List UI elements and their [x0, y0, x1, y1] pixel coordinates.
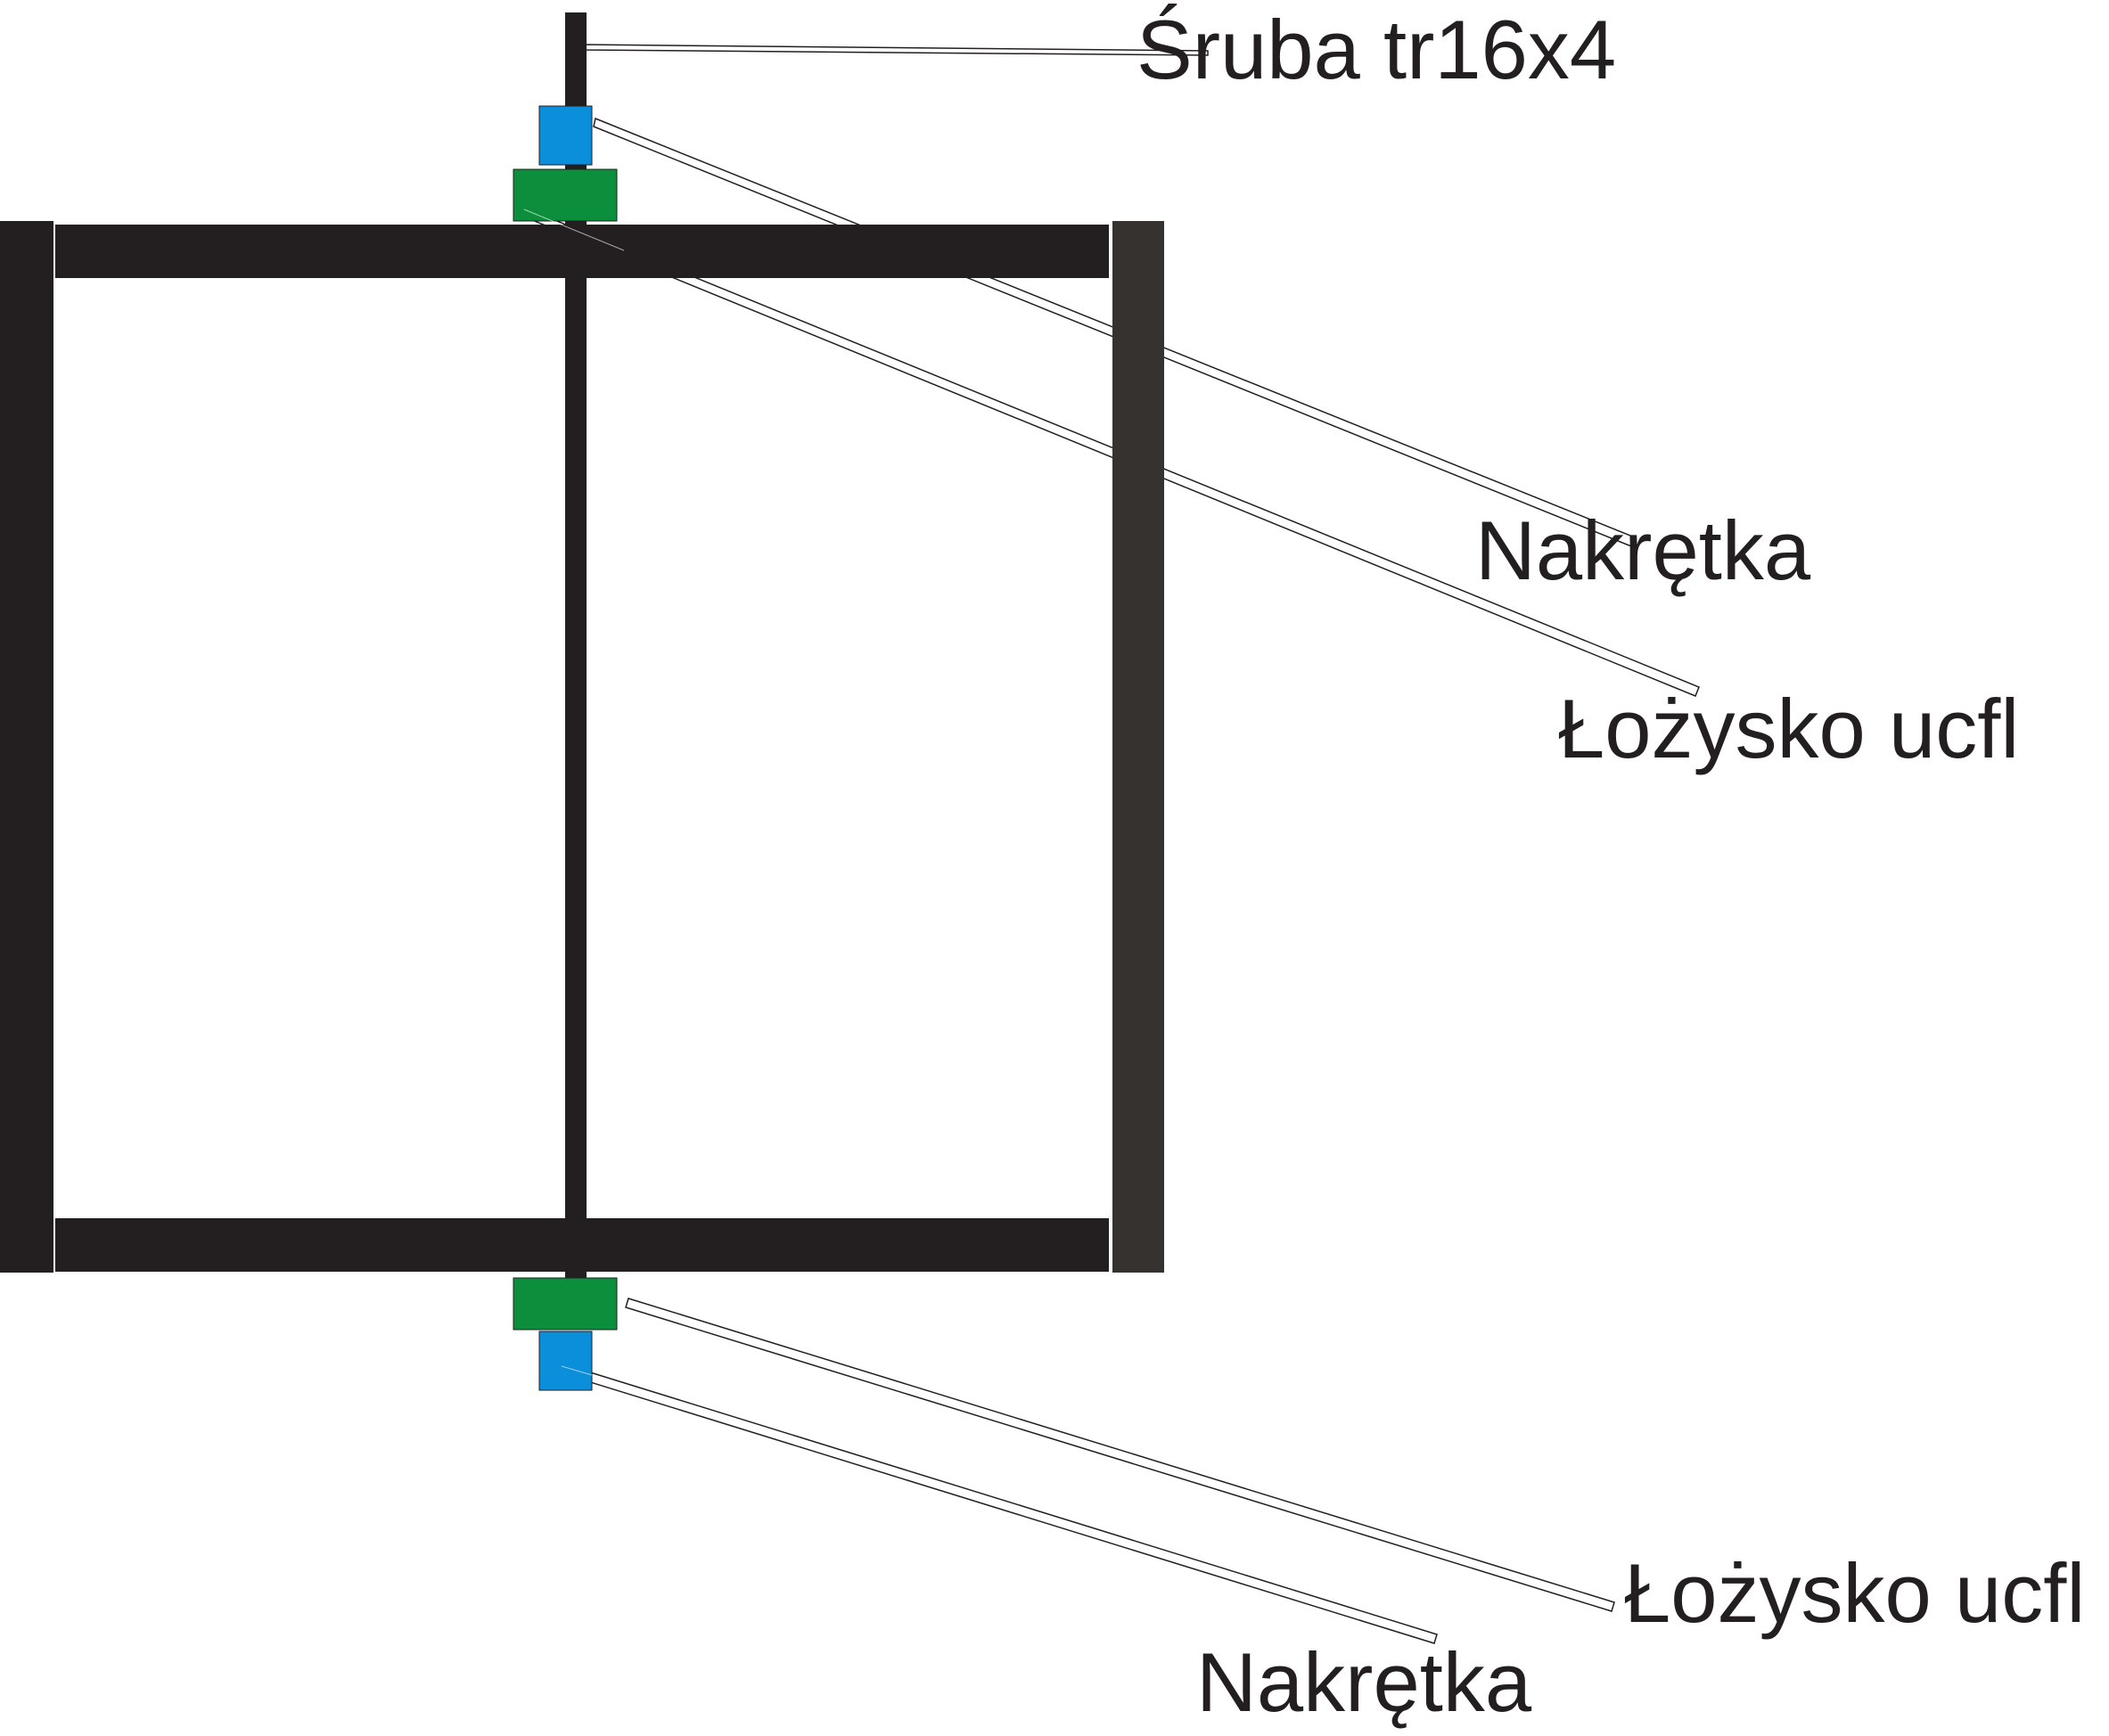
leader-bearing-top: [521, 207, 1700, 697]
frame-right-post: [1112, 221, 1164, 1273]
leader-nut-bottom: [558, 1363, 1438, 1644]
leader-lines: [521, 44, 1700, 1644]
label-bearing-top: Łożysko ucfl: [1558, 682, 2019, 775]
label-bearing-bottom: Łożysko ucfl: [1624, 1546, 2085, 1640]
frame-left-post: [0, 221, 53, 1273]
leader-screw: [583, 44, 1209, 56]
nut-bottom: [538, 1331, 593, 1391]
label-screw: Śruba tr16x4: [1137, 3, 1616, 96]
leader-overlays: [523, 209, 625, 1376]
bearing-bottom: [513, 1277, 618, 1331]
leader-bearing-bottom: [625, 1298, 1615, 1612]
label-nut-top: Nakrętka: [1475, 504, 1811, 597]
labels: Śruba tr16x4 Nakrętka Łożysko ucfl Łożys…: [1137, 3, 2085, 1729]
lead-screw: [565, 12, 587, 1278]
bearing-top: [513, 168, 618, 222]
nut-top: [538, 105, 593, 166]
label-nut-bottom: Nakrętka: [1196, 1635, 1532, 1729]
